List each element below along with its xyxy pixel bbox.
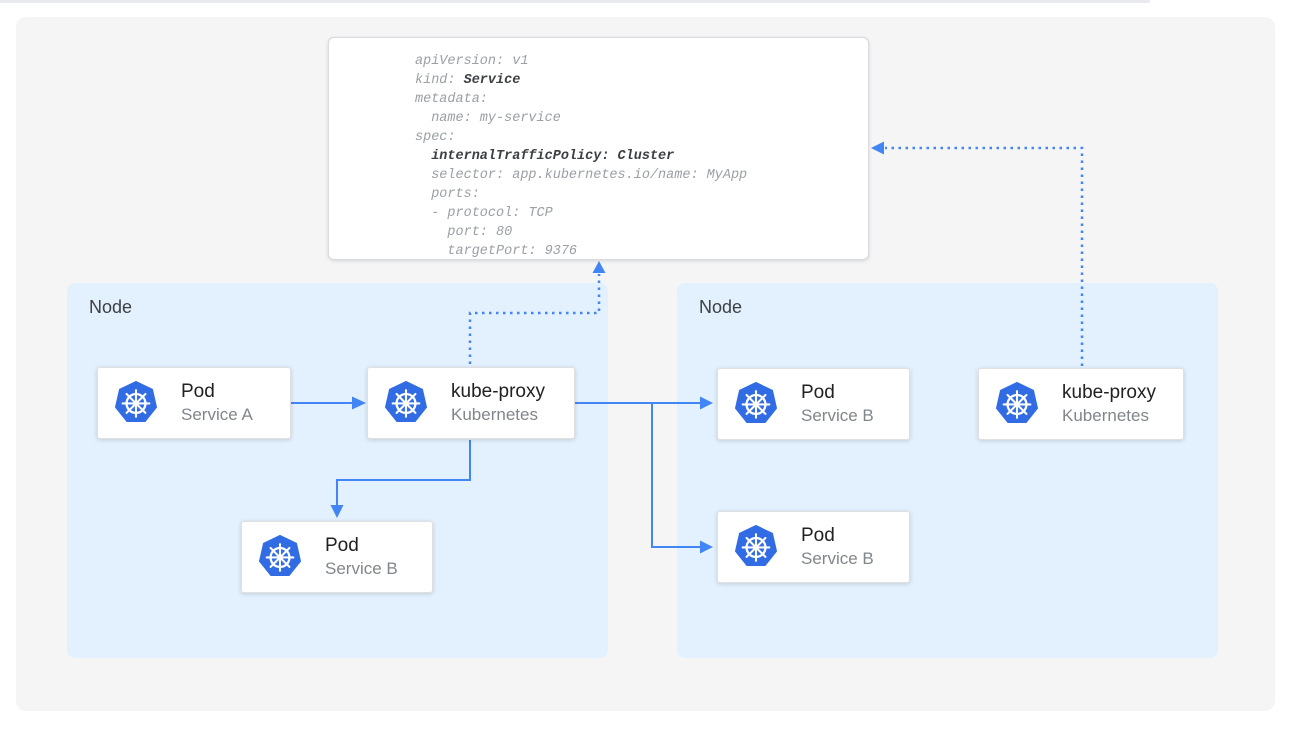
card-subtitle: Kubernetes (1062, 406, 1149, 425)
code-segment: selector: app.kubernetes.io/name: MyApp (415, 168, 748, 183)
card-title: kube-proxy (451, 381, 545, 402)
node-left: Node (67, 283, 608, 658)
kubernetes-icon (994, 381, 1040, 427)
card-kube-proxy-right: kube-proxy Kubernetes (978, 368, 1184, 440)
kubernetes-icon (113, 380, 159, 426)
code-line: - protocol: TCP (415, 204, 747, 223)
code-line: spec: (415, 128, 747, 147)
code-segment: metadata: (415, 92, 488, 107)
code-segment: targetPort: 9376 (415, 244, 578, 259)
code-line: metadata: (415, 90, 747, 109)
code-segment: spec: (415, 130, 456, 145)
code-line: ports: (415, 185, 747, 204)
node-label: Node (89, 297, 133, 317)
service-yaml-panel: apiVersion: v1 kind: Service metadata: n… (328, 37, 869, 260)
code-line: apiVersion: v1 (415, 52, 747, 71)
kubernetes-icon (257, 534, 303, 580)
code-segment: kind: (415, 73, 464, 88)
code-line: selector: app.kubernetes.io/name: MyApp (415, 166, 747, 185)
card-kube-proxy-left: kube-proxy Kubernetes (367, 367, 575, 439)
code-line: internalTrafficPolicy: Cluster (415, 147, 747, 166)
node-label: Node (699, 297, 743, 317)
card-pod-service-b-right-top: Pod Service B (717, 368, 910, 440)
kubernetes-icon (383, 380, 429, 426)
code-line: name: my-service (415, 109, 747, 128)
yaml-code: apiVersion: v1 kind: Service metadata: n… (415, 52, 747, 261)
code-segment (415, 149, 431, 164)
card-pod-service-a: Pod Service A (97, 367, 291, 439)
card-title: Pod (801, 525, 835, 546)
card-title: Pod (801, 382, 835, 403)
code-segment: ports: (415, 187, 480, 202)
code-segment: name: my-service (415, 111, 561, 126)
page-top-border (0, 0, 1150, 3)
card-subtitle: Kubernetes (451, 405, 538, 424)
card-title: Pod (325, 535, 359, 556)
card-title: kube-proxy (1062, 382, 1156, 403)
card-pod-service-b-left: Pod Service B (241, 521, 433, 593)
kubernetes-icon (733, 524, 779, 570)
card-title: Pod (181, 381, 215, 402)
card-subtitle: Service B (325, 559, 398, 578)
code-segment-bold: internalTrafficPolicy: Cluster (431, 149, 675, 164)
code-segment-bold: Service (463, 73, 521, 88)
card-subtitle: Service B (801, 549, 874, 568)
card-pod-service-b-right-bottom: Pod Service B (717, 511, 910, 583)
node-right: Node (677, 283, 1218, 658)
kubernetes-icon (733, 381, 779, 427)
card-subtitle: Service A (181, 405, 253, 424)
code-line: port: 80 (415, 223, 747, 242)
code-line: kind: Service (415, 71, 747, 90)
card-subtitle: Service B (801, 406, 874, 425)
code-segment: - protocol: TCP (415, 206, 553, 221)
code-line: targetPort: 9376 (415, 242, 747, 261)
code-segment: apiVersion: v1 (415, 54, 529, 69)
code-segment: port: 80 (415, 225, 513, 240)
